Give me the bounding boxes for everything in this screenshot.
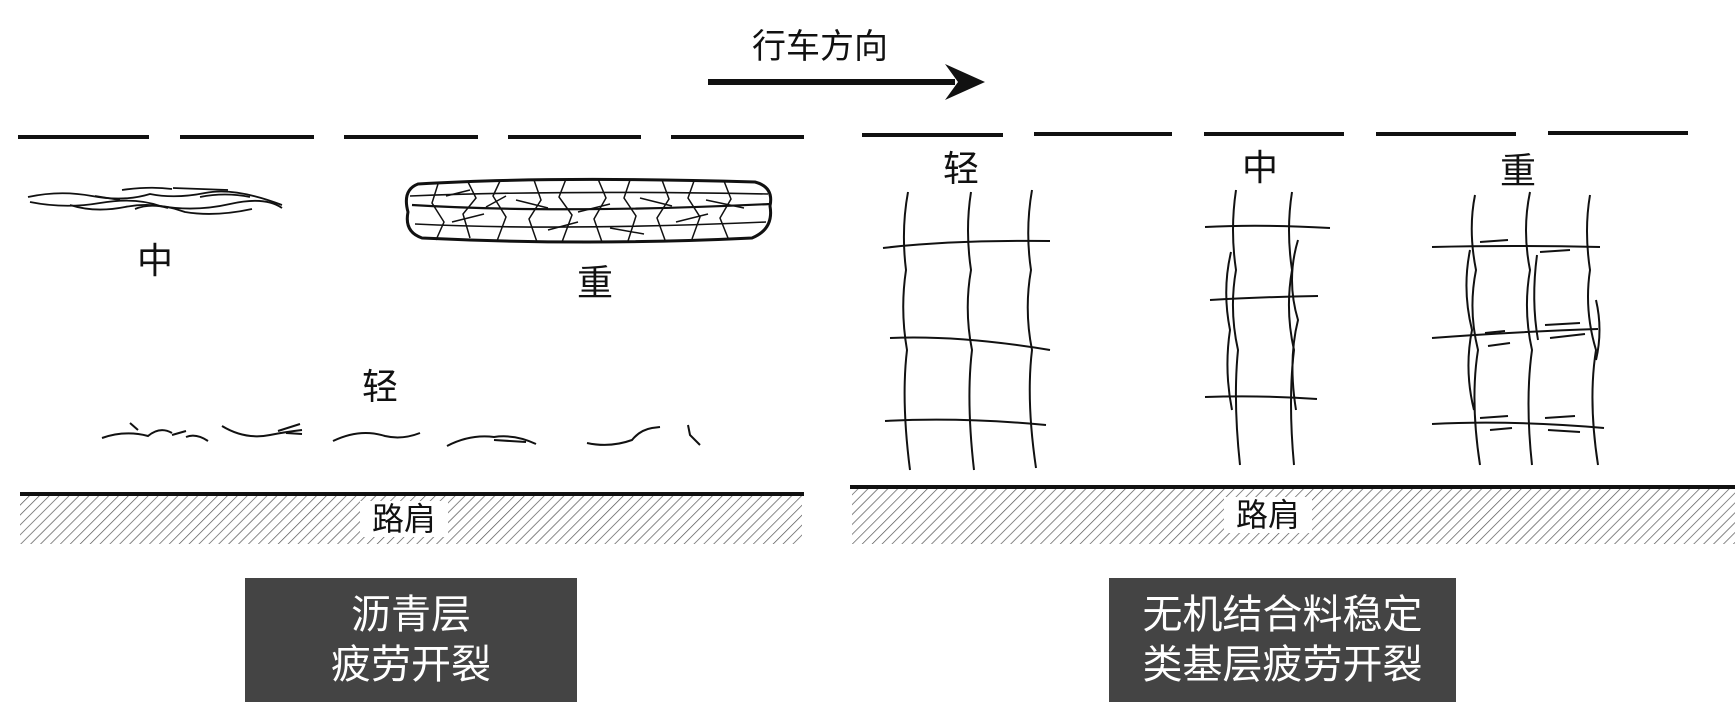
- right-medium-cracks: [1204, 189, 1331, 466]
- right-lane-line: [862, 131, 1688, 137]
- direction-label: 行车方向: [752, 27, 888, 67]
- right-caption-line2: 类基层疲劳开裂: [1142, 642, 1423, 688]
- right-severity-medium-label: 中: [1242, 148, 1279, 189]
- right-severity-heavy-label: 重: [1500, 151, 1537, 192]
- left-caption-line1: 沥青层: [351, 592, 471, 638]
- left-light-cracks: [101, 422, 701, 447]
- right-caption-line1: 无机结合料稳定: [1142, 592, 1423, 638]
- left-severity-light-label: 轻: [362, 367, 399, 408]
- right-light-cracks: [882, 189, 1051, 471]
- left-severity-medium-label: 中: [137, 241, 174, 282]
- left-caption-line2: 疲劳开裂: [331, 642, 491, 688]
- left-severity-heavy-label: 重: [577, 263, 614, 304]
- right-heavy-cracks: [1431, 191, 1605, 466]
- right-caption-box: 无机结合料稳定 类基层疲劳开裂: [1109, 578, 1456, 702]
- right-severity-light-label: 轻: [943, 149, 980, 190]
- right-shoulder-label: 路肩: [1224, 497, 1313, 533]
- left-shoulder-label: 路肩: [360, 501, 449, 537]
- left-heavy-alligator: [404, 177, 773, 244]
- left-caption-box: 沥青层 疲劳开裂: [245, 578, 577, 702]
- direction-arrow: [708, 64, 985, 100]
- left-medium-cracks: [27, 186, 283, 215]
